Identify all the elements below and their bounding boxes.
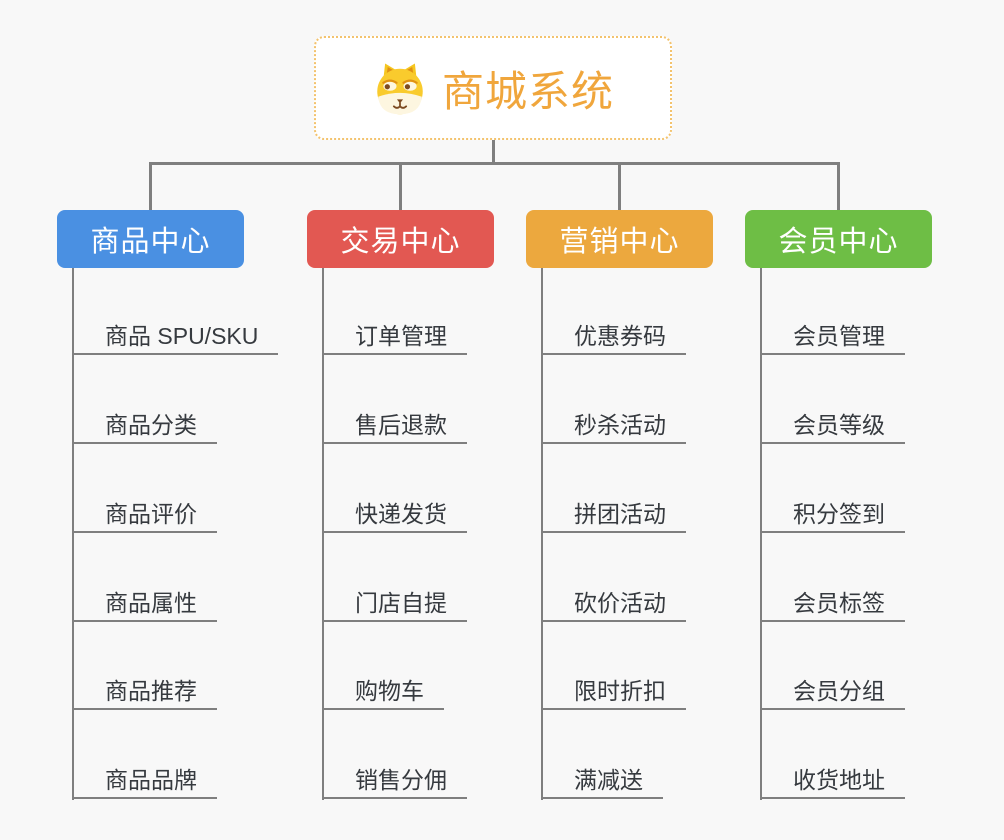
leaf-node[interactable]: 会员标签 — [760, 589, 905, 622]
leaf-node[interactable]: 商品分类 — [72, 411, 217, 444]
leaf-node[interactable]: 满减送 — [541, 766, 663, 799]
leaf-node[interactable]: 收货地址 — [760, 766, 905, 799]
leaf-node[interactable]: 积分签到 — [760, 500, 905, 533]
leaf-node[interactable]: 限时折扣 — [541, 677, 686, 710]
branch-trunk — [541, 268, 543, 800]
branch-node-marketing-center[interactable]: 营销中心 — [526, 210, 713, 268]
branch-trunk — [322, 268, 324, 800]
connector-drop — [837, 164, 840, 210]
leaf-node[interactable]: 商品推荐 — [72, 677, 217, 710]
connector-drop — [399, 164, 402, 210]
leaf-node[interactable]: 快递发货 — [322, 500, 467, 533]
leaf-node[interactable]: 门店自提 — [322, 589, 467, 622]
leaf-node[interactable]: 会员分组 — [760, 677, 905, 710]
branch-trunk — [72, 268, 74, 800]
leaf-node[interactable]: 砍价活动 — [541, 589, 686, 622]
root-title: 商城系统 — [441, 67, 614, 115]
branch-node-member-center[interactable]: 会员中心 — [745, 210, 932, 268]
leaf-node[interactable]: 订单管理 — [322, 322, 467, 355]
branch-node-product-center[interactable]: 商品中心 — [57, 210, 244, 268]
leaf-node[interactable]: 优惠券码 — [541, 322, 686, 355]
connector-root-trunk — [492, 140, 495, 164]
leaf-node[interactable]: 会员等级 — [760, 411, 905, 444]
leaf-node[interactable]: 商品属性 — [72, 589, 217, 622]
branch-node-trade-center[interactable]: 交易中心 — [307, 210, 494, 268]
root-node[interactable]: 商城系统 — [314, 36, 672, 140]
dog-face-icon — [377, 63, 423, 115]
connector-drop — [618, 164, 621, 210]
leaf-node[interactable]: 商品 SPU/SKU — [72, 322, 279, 355]
leaf-node[interactable]: 会员管理 — [760, 322, 905, 355]
leaf-node[interactable]: 销售分佣 — [322, 766, 467, 799]
leaf-node[interactable]: 商品品牌 — [72, 766, 217, 799]
leaf-node[interactable]: 拼团活动 — [541, 500, 686, 533]
leaf-node[interactable]: 商品评价 — [72, 500, 217, 533]
branch-trunk — [760, 268, 762, 800]
leaf-node[interactable]: 购物车 — [322, 677, 444, 710]
leaf-node[interactable]: 秒杀活动 — [541, 411, 686, 444]
leaf-node[interactable]: 售后退款 — [322, 411, 467, 444]
connector-drop — [149, 164, 152, 210]
connector-bus — [149, 162, 840, 165]
